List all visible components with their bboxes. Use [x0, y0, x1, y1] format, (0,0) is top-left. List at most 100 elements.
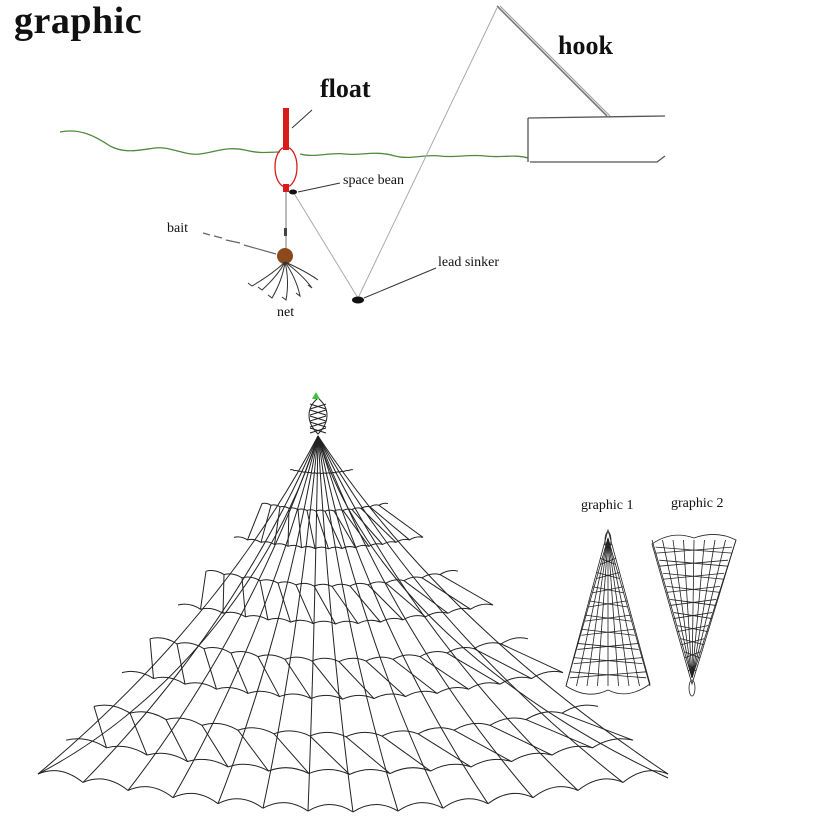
net-head-mesh	[309, 403, 327, 410]
net-strand	[342, 510, 370, 547]
main-cast-net	[37, 397, 669, 813]
net-hem	[352, 804, 399, 813]
net-strand	[230, 652, 249, 694]
net-strand	[419, 656, 469, 690]
net-strand	[417, 733, 472, 768]
rig-drawing	[59, 5, 666, 304]
bait-label: bait	[167, 221, 188, 236]
rod-line	[496, 5, 608, 117]
net-strand	[500, 643, 564, 674]
net-strand	[313, 585, 336, 625]
net-hook	[267, 261, 286, 299]
net-rib	[37, 435, 319, 775]
net-hook	[257, 261, 286, 291]
graphic-2-rib	[691, 539, 737, 679]
net-strand	[421, 577, 471, 610]
net-strand	[365, 660, 406, 697]
net-strand	[273, 733, 310, 774]
net-strand	[200, 571, 207, 610]
graphic-1-mesh	[592, 586, 624, 594]
net-ring	[261, 502, 389, 512]
net-strand	[351, 509, 383, 545]
graphic-2-mesh	[662, 572, 725, 580]
graphic-1-label: graphic 1	[581, 498, 634, 513]
net-rib	[317, 435, 669, 775]
net-rib	[317, 435, 444, 809]
net-strand	[349, 585, 381, 623]
net-ring	[289, 469, 354, 475]
net-hook	[247, 261, 286, 287]
net-label: net	[277, 305, 295, 320]
graphic-2-rib	[691, 539, 726, 679]
graphic-2-mesh	[655, 546, 733, 554]
net-tip-marker	[312, 392, 320, 399]
lead-sinker-pointer	[363, 267, 437, 299]
graphic-2-mesh	[659, 559, 729, 567]
graphic-2-outline	[651, 534, 737, 686]
net-strand	[222, 574, 225, 614]
net-strand	[381, 735, 431, 772]
net-rib	[317, 435, 399, 812]
bait-ball	[277, 248, 293, 264]
net-rib	[172, 435, 319, 798]
net-hem	[172, 792, 219, 805]
rod-line-2	[499, 5, 611, 117]
net-hem	[127, 786, 174, 799]
net-strand	[489, 724, 553, 756]
graphic-1-mesh	[600, 557, 616, 565]
net-strand	[237, 729, 269, 772]
net-strand	[453, 729, 512, 762]
graphic-2-mesh	[684, 651, 701, 659]
float-bottom	[283, 184, 289, 192]
graphic-1-mesh	[581, 628, 635, 636]
graphic-2-mesh	[688, 664, 697, 672]
graphic-2-mesh	[673, 612, 713, 619]
graphic-1-rib	[607, 537, 619, 687]
graphic-2-mesh	[666, 585, 721, 593]
float-pointer	[291, 109, 313, 129]
net-strand	[439, 574, 494, 606]
graphic-1-rib	[576, 537, 609, 687]
net-hem	[397, 802, 444, 812]
net-strand	[287, 508, 290, 547]
graphic-1-mesh	[573, 657, 643, 665]
graphic-1-mesh	[603, 543, 613, 551]
graphic-2-rib	[691, 539, 705, 679]
net-strand	[247, 503, 263, 541]
net-rib	[127, 435, 319, 791]
net-strand	[315, 510, 329, 549]
graphic-2-mesh	[677, 625, 709, 633]
net-rib	[217, 435, 319, 804]
net-strand	[93, 706, 107, 748]
net-hooks	[247, 261, 319, 301]
graphic-2-rib	[683, 539, 693, 679]
net-hem	[307, 804, 354, 813]
net-strand	[392, 658, 438, 694]
net-strand	[385, 582, 426, 618]
net-strand	[309, 735, 350, 775]
graphic-1-rib	[597, 537, 609, 687]
graphic-1-rib	[607, 537, 651, 687]
hook-label: hook	[558, 31, 613, 60]
float-stick	[283, 108, 289, 150]
graphic-1-outline	[565, 528, 651, 695]
bait-pointer	[202, 232, 277, 255]
graphic-1-rib	[607, 537, 640, 687]
net-strand	[149, 638, 154, 679]
graphic-1-rib	[565, 537, 609, 687]
graphic-2-rib	[651, 539, 693, 679]
lead-sinker	[352, 296, 364, 304]
net-head-mesh	[309, 415, 327, 422]
graphic-2-rib	[662, 539, 693, 679]
net-hook	[284, 261, 313, 289]
net-strand	[241, 577, 246, 617]
net-rib	[317, 435, 624, 783]
net-hem	[37, 770, 84, 783]
net-rib	[317, 435, 354, 813]
net-strand	[297, 509, 302, 548]
net-strand	[259, 580, 269, 620]
net-hook	[281, 261, 288, 301]
net-rib	[317, 435, 489, 804]
